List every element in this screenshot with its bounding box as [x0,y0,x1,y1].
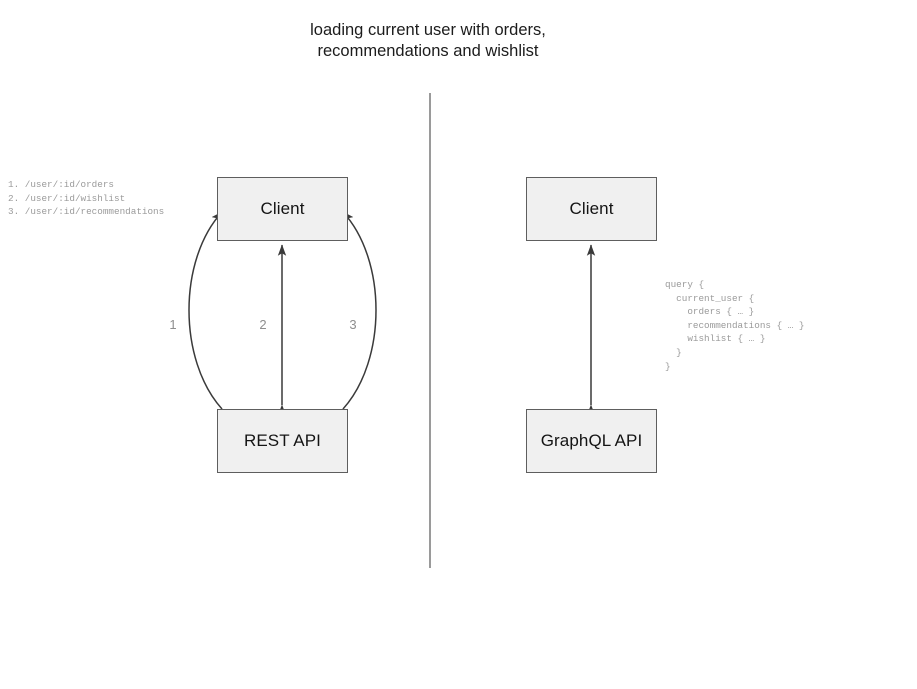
node-graphql-api-label: GraphQL API [540,431,643,450]
node-rest-api-label: REST API [243,431,322,450]
node-client-rest-label: Client [260,199,305,218]
rest-edge-2-label: 2 [259,317,267,332]
node-client-graphql-label: Client [569,199,614,218]
rest-edge-3-label: 3 [349,317,357,332]
page-title: loading current user with orders, recomm… [310,21,546,60]
node-client-graphql[interactable]: Client [526,177,657,241]
node-rest-api[interactable]: REST API [217,409,348,473]
rest-endpoints-list: 1. /user/:id/orders 2. /user/:id/wishlis… [8,179,165,218]
rest-edge-3 [332,211,377,420]
rest-edge-1 [188,211,233,420]
rest-edge-1-label: 1 [169,317,177,332]
node-graphql-api[interactable]: GraphQL API [526,409,657,473]
graphql-query-snippet: query { current_user { orders { … } reco… [665,279,805,372]
node-client-rest[interactable]: Client [217,177,348,241]
